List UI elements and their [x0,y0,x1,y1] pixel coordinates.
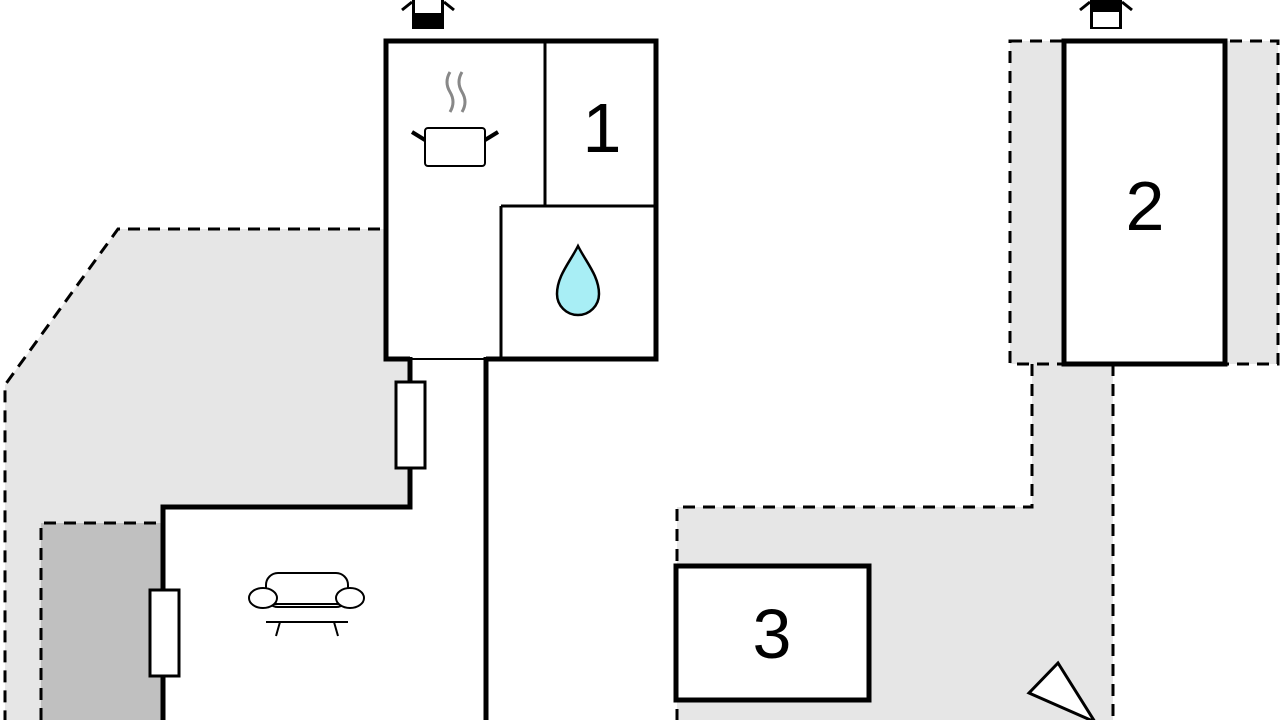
kitchen-pot-icon [410,71,500,167]
chimney-icon [1079,0,1133,29]
room-3-label: 3 [753,595,792,673]
room-2 [1061,38,1228,367]
direction-marker-icon [1026,660,1096,720]
room-3 [673,563,872,703]
covered-area [41,523,163,720]
sofa-icon [248,572,365,637]
terrace-left-border [3,227,380,720]
room-2-label: 2 [1126,167,1165,245]
chimney-icon [401,0,455,29]
house-block [383,38,659,362]
room-1-label: 1 [583,89,622,167]
covered-area-border [39,521,163,720]
window [148,588,181,678]
water-drop-icon [555,243,601,317]
window [394,380,427,470]
